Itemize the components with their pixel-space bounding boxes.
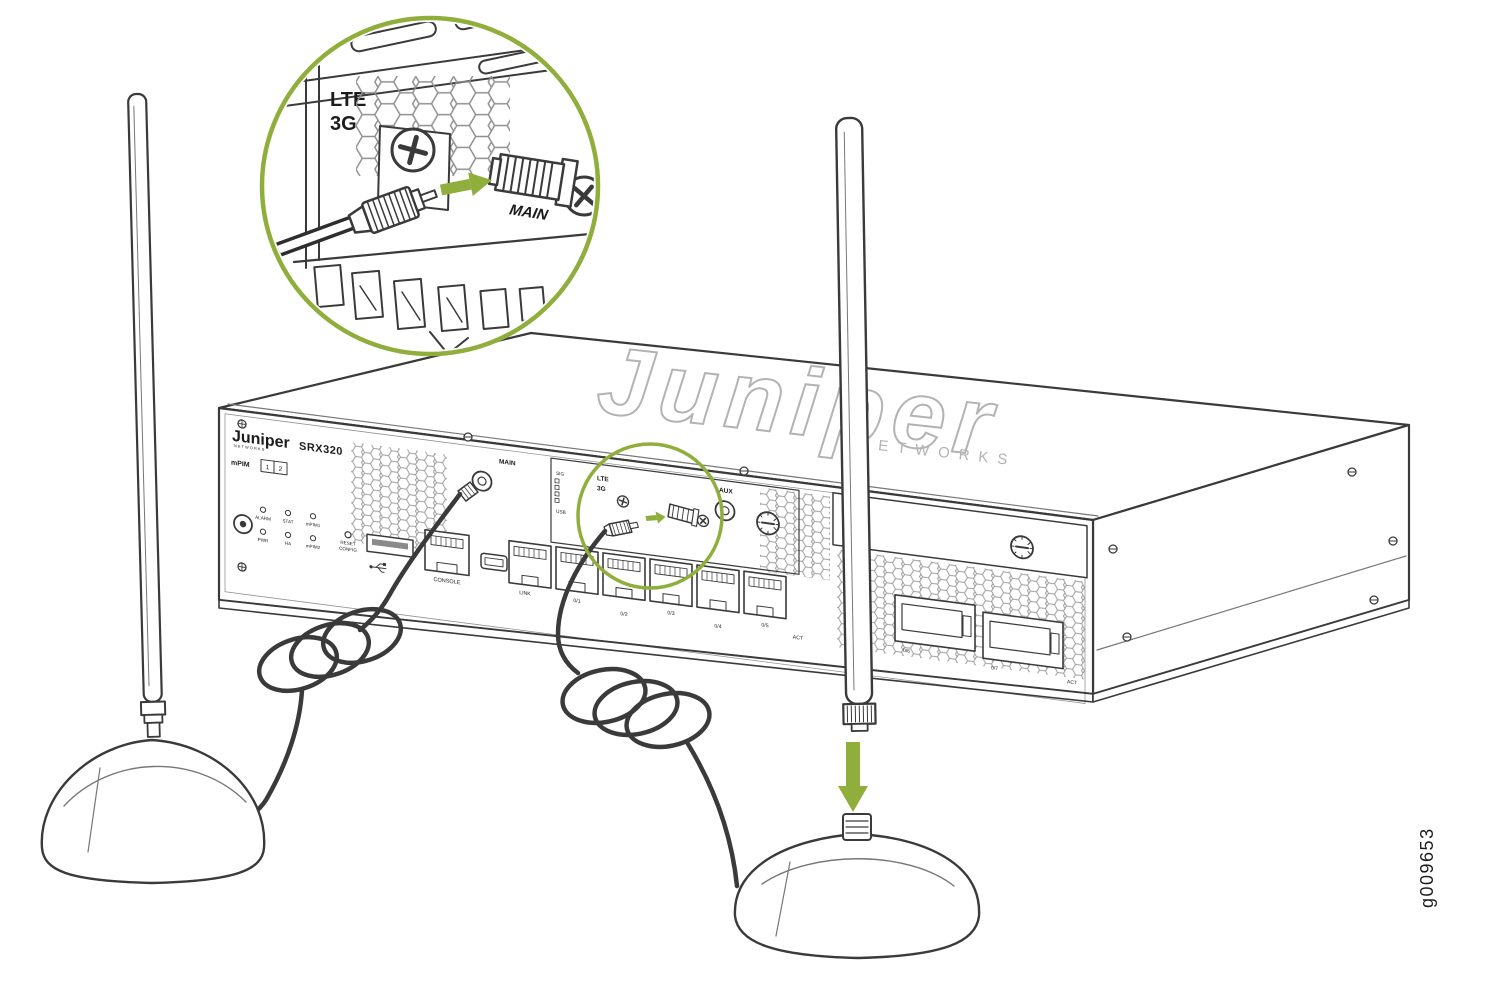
sfp-label-0-7: 0/7 [991, 665, 998, 672]
left-antenna-rod [127, 92, 167, 738]
right-antenna-cable [555, 528, 740, 889]
sfp-cage [894, 593, 976, 652]
module-usb-label: USB [556, 509, 566, 516]
right-antenna [733, 116, 981, 960]
threeg-label: 3G [597, 485, 606, 493]
port-label-0-5: 0/5 [761, 622, 768, 629]
act-label: ACT [793, 635, 804, 642]
antenna-cables [251, 491, 740, 889]
module-screw-right [696, 514, 710, 528]
sfp-label-0-6: 0/6 [903, 648, 910, 655]
reset-config-button: RESET CONFIG [339, 531, 357, 553]
usb-icon [369, 562, 387, 573]
emi-clips [292, 232, 592, 350]
callout-threaded-jack [487, 152, 579, 209]
mpim-slot-cover [832, 491, 1088, 579]
port-label-0-4: 0/4 [714, 623, 721, 630]
insert-arrow [439, 172, 493, 197]
sfp-cage [982, 611, 1064, 670]
console-label: CONSOLE [434, 577, 461, 587]
module-screw-left [616, 495, 630, 508]
aux-label: AUX [719, 487, 733, 496]
ethernet-ports: LINK 0/1 0/2 0/3 0/4 0/5 ACT [508, 539, 804, 642]
led-label-stat: STAT [282, 518, 293, 524]
sfp-ports: 0/6 0/7 ACT [894, 593, 1077, 686]
callout-cable-connector [266, 185, 438, 260]
ethernet-port [696, 564, 740, 614]
status-leds: ALARM STAT mPIM1 PWR HA mPIM2 [255, 506, 321, 550]
left-antenna [40, 92, 266, 885]
chassis-right-lip [1092, 599, 1410, 703]
base-threaded-stud [842, 813, 872, 841]
vent-hex-left [351, 442, 447, 555]
lte-label: LTE [597, 475, 609, 484]
led-label-pwr: PWR [258, 537, 269, 543]
zoom-callout: LTE 3G [259, 15, 601, 357]
mini-usb-port [480, 552, 508, 572]
reset-label-1: RESET [340, 540, 355, 547]
left-antenna-base [40, 738, 266, 885]
ethernet-port [602, 552, 646, 602]
sig-label: SIG [556, 471, 565, 478]
attach-arrow-down [838, 742, 868, 812]
callout-content: LTE 3G [266, 22, 594, 350]
ethernet-port [649, 558, 693, 608]
ethernet-port [743, 570, 787, 620]
top-bevel-line [227, 403, 1099, 517]
main-label: MAIN [499, 458, 516, 467]
sfp-act-label: ACT [1067, 679, 1077, 686]
vent-hex-middle [760, 487, 830, 581]
side-seam-line [1096, 555, 1407, 651]
panel-corner-screws [237, 419, 247, 572]
right-antenna-base [733, 813, 981, 960]
mpim-slot-2: 2 [279, 466, 283, 473]
mpim-label: mPIM [231, 460, 250, 469]
module-thumbscrew [756, 511, 780, 536]
callout-connector-label: MAIN [506, 202, 551, 224]
attached-cable-nut [457, 481, 479, 502]
led-label-ha: HA [285, 541, 292, 547]
callout-threeg-label: 3G [330, 113, 357, 135]
reset-label-2: CONFIG [339, 546, 357, 553]
figure-id: g009653 [1417, 827, 1437, 908]
mpim-slot-1: 1 [266, 464, 270, 471]
panel-brand-networks: NETWORKS [234, 444, 265, 452]
port-label-0-2: 0/2 [620, 611, 627, 618]
left-antenna-cable [251, 491, 463, 816]
power-button [233, 514, 253, 535]
chassis-screws [463, 432, 1398, 642]
model-label: SRX320 [299, 440, 343, 458]
port-label-0-3: 0/3 [667, 610, 674, 617]
right-antenna-rod [834, 116, 877, 732]
led-label-mpim2: mPIM2 [306, 543, 321, 550]
usb-a-port [366, 533, 414, 573]
svg-text:MAIN: MAIN [506, 202, 551, 224]
antenna-jack-threaded [667, 503, 700, 528]
port-label-0-1: 0/1 [573, 598, 580, 605]
highlight-circle [576, 442, 724, 590]
console-port: CONSOLE [424, 528, 470, 587]
link-label: LINK [519, 590, 531, 598]
main-antenna-connector: MAIN [457, 458, 516, 502]
callout-ring [259, 15, 601, 357]
ethernet-port [508, 539, 552, 589]
led-label-mpim1: mPIM1 [306, 521, 321, 528]
insert-arrow-small [645, 511, 666, 524]
cable-connector-male [603, 519, 639, 537]
svg-text:g009653: g009653 [1417, 827, 1437, 908]
panel-logo-block: Juniper NETWORKS SRX320 mPIM 1 2 [231, 427, 343, 476]
callout-screw-left [390, 127, 436, 173]
vent-slot [350, 22, 437, 53]
led-label-alarm: ALARM [255, 515, 271, 522]
